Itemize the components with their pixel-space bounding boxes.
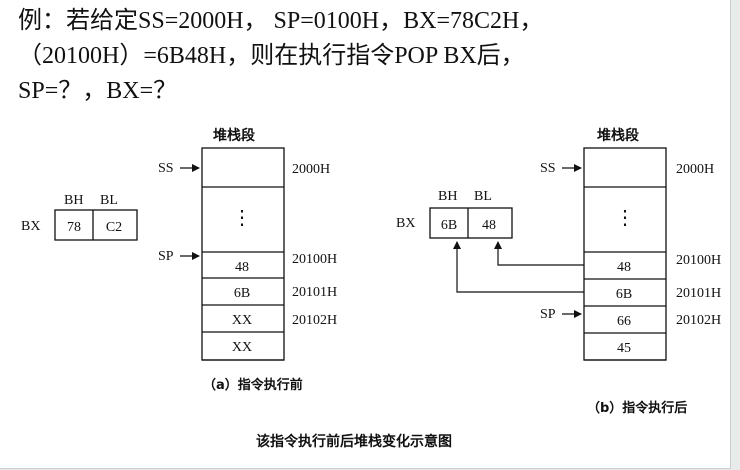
problem-line-1: 例：若给定SS=2000H， SP=0100H，BX=78C2H，	[18, 8, 544, 34]
bx-register-before	[54, 209, 138, 241]
bx-label-before: BX	[21, 219, 40, 234]
address-20100h-after: 20100H	[676, 253, 721, 268]
ss-label-after: SS	[540, 161, 556, 176]
ellipsis-after: ⋮	[615, 207, 635, 229]
address-20100h-before: 20100H	[292, 252, 337, 267]
stack-cell-before-20100h: 48	[235, 260, 249, 275]
address-20102h-after: 20102H	[676, 313, 721, 328]
before-panel: 堆栈段 ⋮ 48 6B XX XX 2000H 20100H 20101H 20…	[21, 127, 337, 393]
bh-label-before: BH	[64, 193, 83, 208]
problem-line-2: （20100H）=6B48H，则在执行指令POP BX后，	[18, 43, 525, 69]
bl-value-after: 48	[482, 218, 496, 233]
bx-label-after: BX	[396, 216, 415, 231]
figure-caption: 该指令执行前后堆栈变化示意图	[256, 433, 452, 450]
bl-label-after: BL	[474, 189, 492, 204]
bh-label-after: BH	[438, 189, 457, 204]
problem-line-3: SP=？，BX=？	[18, 78, 178, 104]
after-panel: 堆栈段 ⋮ 48 6B 66 45 2000H 20100H 20101H 20…	[396, 127, 721, 416]
stack-segment-before	[201, 147, 285, 361]
stack-cell-before-20101h: 6B	[234, 286, 250, 301]
bh-value-after: 6B	[441, 218, 457, 233]
stack-cell-after-20101h: 6B	[616, 287, 632, 302]
address-2000h-after: 2000H	[676, 162, 714, 177]
address-20102h-before: 20102H	[292, 313, 337, 328]
stack-cell-after-20103h: 45	[617, 341, 631, 356]
caption-after: （b）指令执行后	[587, 400, 687, 416]
pop-arrow-to-bl	[494, 241, 584, 266]
stack-title-before: 堆栈段	[213, 127, 255, 144]
stack-cell-after-20100h: 48	[617, 260, 631, 275]
caption-before: （a）指令执行前	[203, 377, 303, 393]
stack-title-after: 堆栈段	[597, 127, 639, 144]
stack-cell-before-20102h: XX	[232, 313, 252, 328]
ellipsis-before: ⋮	[232, 207, 252, 229]
stack-cell-before-20103h: XX	[232, 340, 252, 355]
address-20101h-after: 20101H	[676, 286, 721, 301]
bx-register-after	[429, 207, 513, 239]
address-20101h-before: 20101H	[292, 285, 337, 300]
address-2000h-before: 2000H	[292, 162, 330, 177]
sp-label-before: SP	[158, 249, 174, 264]
ss-label-before: SS	[158, 161, 174, 176]
stack-cell-after-20102h: 66	[617, 314, 631, 329]
bl-label-before: BL	[100, 193, 118, 208]
problem-text: 例：若给定SS=2000H， SP=0100H，BX=78C2H， （20100…	[18, 4, 718, 109]
bh-value-before: 78	[67, 220, 81, 235]
bl-value-before: C2	[106, 220, 122, 235]
sp-label-after: SP	[540, 307, 556, 322]
pop-arrow-to-bh	[453, 241, 584, 293]
